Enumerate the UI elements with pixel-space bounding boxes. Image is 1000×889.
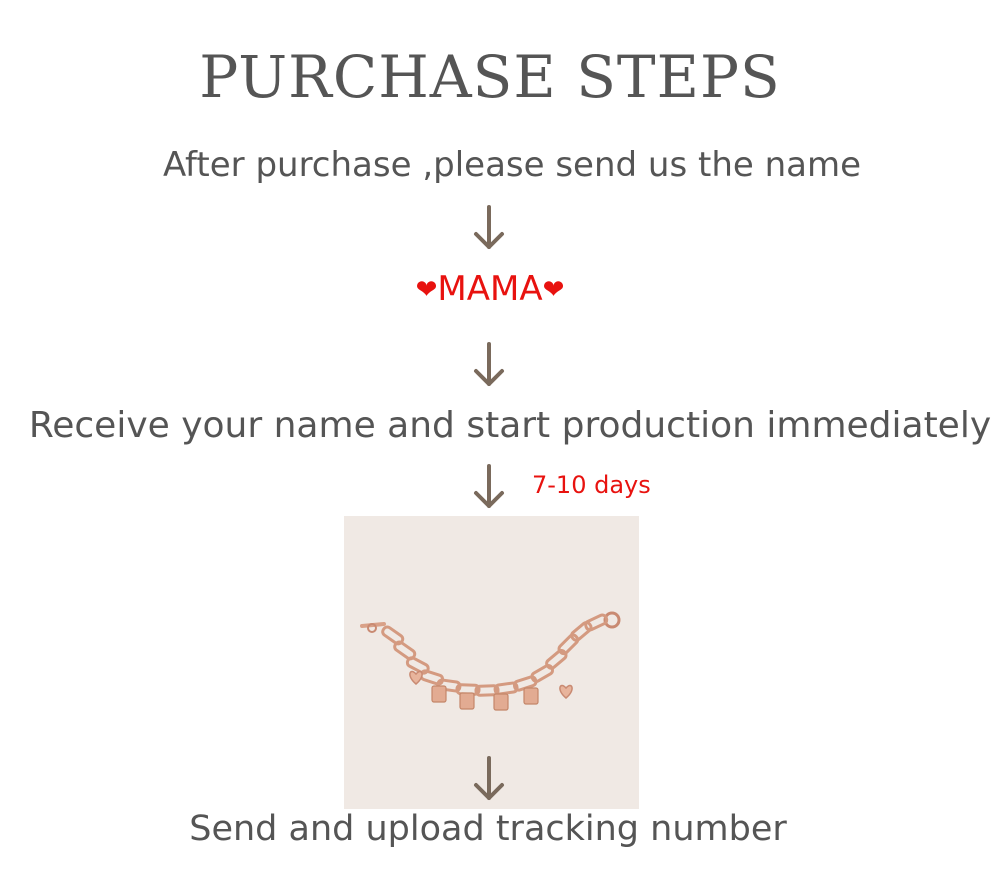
step-send-name: After purchase ,please send us the name <box>162 145 862 185</box>
example-name-text: MAMA <box>437 269 543 309</box>
step-tracking: Send and upload tracking number <box>189 809 787 849</box>
page-title: PURCHASE STEPS <box>199 43 781 111</box>
heart-icon: ❤ <box>415 275 438 305</box>
lead-time-label: 7-10 days <box>532 471 651 499</box>
arrow-down-icon <box>474 756 504 800</box>
bracelet-image <box>360 611 621 711</box>
arrow-down-icon <box>474 205 504 249</box>
product-photo <box>344 516 639 809</box>
example-name: ❤MAMA❤ <box>0 272 980 306</box>
arrow-down-icon <box>474 342 504 386</box>
heart-icon: ❤ <box>542 275 565 305</box>
step-production: Receive your name and start production i… <box>28 405 992 446</box>
arrow-down-icon <box>474 464 504 508</box>
